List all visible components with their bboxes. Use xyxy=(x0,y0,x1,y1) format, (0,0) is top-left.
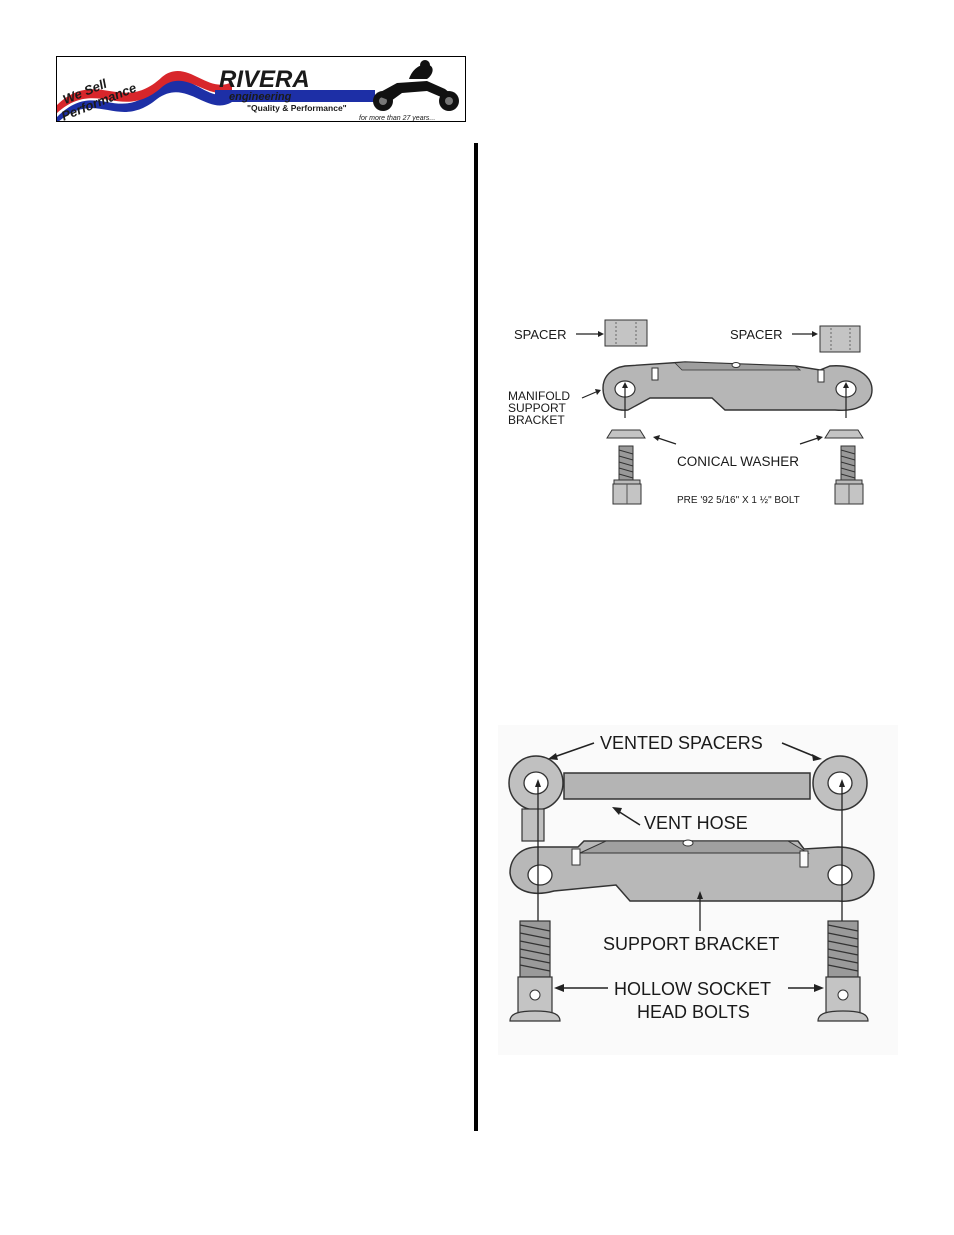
washer-right-shape xyxy=(824,429,864,439)
logo-sub-band xyxy=(215,90,375,102)
bolt-left-shape xyxy=(612,445,642,505)
spacer-right-shape xyxy=(819,325,861,353)
spacer-left-shape xyxy=(604,319,648,347)
support-bracket-shape xyxy=(509,840,875,902)
label-spacer-right: SPACER xyxy=(730,327,783,342)
figure-vented-spacers: VENTED SPACERS VENT HOSE xyxy=(498,725,898,1055)
label-vented-spacers: VENTED SPACERS xyxy=(600,733,763,753)
rivera-logo: We Sell Performance RIVERA engineering "… xyxy=(56,56,466,122)
vented-spacer-right-shape xyxy=(812,755,868,811)
hollow-bolt-right-shape xyxy=(817,920,869,1022)
hollow-bolt-left-shape xyxy=(509,920,561,1022)
label-washer: CONICAL WASHER xyxy=(677,454,799,469)
logo-years: for more than 27 years... xyxy=(359,115,435,122)
wave-blue xyxy=(57,79,232,121)
label-bolts-2: HEAD BOLTS xyxy=(637,1002,750,1022)
label-bracket-2: SUPPORT xyxy=(508,401,566,415)
label-bracket-1: MANIFOLD xyxy=(508,389,570,403)
vented-spacer-left-shape xyxy=(508,755,564,842)
label-bolts-1: HOLLOW SOCKET xyxy=(614,979,771,999)
bolt-right-shape xyxy=(834,445,864,505)
washer-left-shape xyxy=(606,429,646,439)
logo-tagline: "Quality & Performance" xyxy=(247,103,347,113)
label-support-bracket: SUPPORT BRACKET xyxy=(603,934,779,954)
vent-hose-shape xyxy=(563,772,811,800)
figure-manifold-bracket: SPACER SPACER MANIFOLD SUPPORT BRACKET C… xyxy=(500,310,890,520)
label-vent-hose: VENT HOSE xyxy=(644,813,748,833)
wave-red xyxy=(57,71,232,113)
logo-sub: engineering xyxy=(229,91,292,103)
label-bracket-3: BRACKET xyxy=(508,413,565,427)
label-bolt: PRE '92 5/16" X 1 ½" BOLT xyxy=(677,495,800,506)
motorcycle-icon xyxy=(373,60,459,111)
logo-brand: RIVERA xyxy=(219,66,310,93)
manifold-bracket-shape xyxy=(602,361,873,412)
label-spacer-left: SPACER xyxy=(514,327,567,342)
column-divider xyxy=(474,143,478,1131)
